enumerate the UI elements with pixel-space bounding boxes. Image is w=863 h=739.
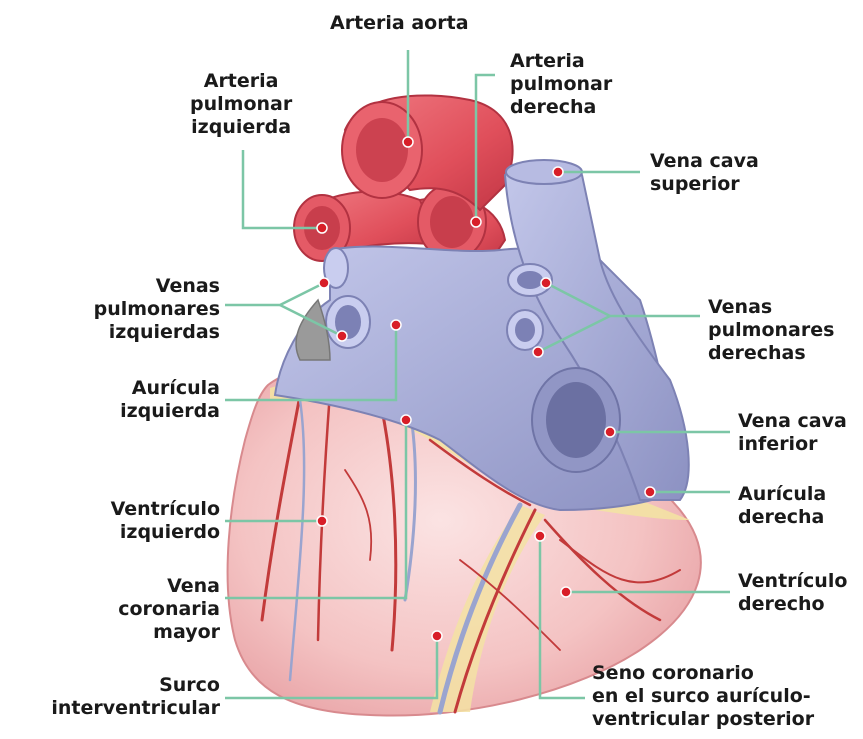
label-vena-cava-inferior: Vena cava inferior [738,410,847,456]
label-line: Venas [708,296,834,319]
dot-cava-sup [553,167,563,177]
label-line: derecha [738,506,826,529]
label-line: inferior [738,433,847,456]
label-auricula-izquierda: Aurícula izquierda [120,377,220,423]
label-line: Vena cava [650,150,759,173]
label-arteria-aorta: Arteria aorta [330,12,469,35]
dot-ventriculo-der [561,587,571,597]
label-line: en el surco aurículo- [592,685,814,708]
dot-aorta [403,137,413,147]
label-line: Vena cava [738,410,847,433]
label-arteria-pulmonar-derecha: Arteria pulmonar derecha [510,50,612,119]
label-line: Venas [94,275,220,298]
dot-surco [432,631,442,641]
dot-auricula-izq [391,320,401,330]
dot-ventriculo-izq [317,516,327,526]
label-line: derecha [510,96,612,119]
dot-venas-der-2 [533,347,543,357]
label-line: derecho [738,593,847,616]
label-surco-interventricular: Surco interventricular [51,674,220,720]
label-line: pulmonar [510,73,612,96]
label-line: pulmonares [708,319,834,342]
label-vena-coronaria-mayor: Vena coronaria mayor [118,575,220,644]
label-line: pulmonar [190,93,292,116]
label-line: coronaria [118,598,220,621]
label-line: Arteria [190,70,292,93]
dot-vena-coronaria [401,415,411,425]
dot-seno [535,531,545,541]
label-line: Aurícula [738,483,826,506]
label-line: Aurícula [120,377,220,400]
label-auricula-derecha: Aurícula derecha [738,483,826,529]
label-seno-coronario: Seno coronario en el surco aurículo- ven… [592,662,814,731]
label-line: Ventrículo [738,570,847,593]
label-line: Vena [118,575,220,598]
dot-pulmonar-izq [317,223,327,233]
label-venas-pulmonares-izquierdas: Venas pulmonares izquierdas [94,275,220,344]
dot-venas-izq-2 [337,331,347,341]
label-line: superior [650,173,759,196]
label-line: derechas [708,342,834,365]
dot-venas-izq-1 [319,278,329,288]
label-ventriculo-derecho: Ventrículo derecho [738,570,847,616]
label-arteria-pulmonar-izquierda: Arteria pulmonar izquierda [190,70,292,139]
label-line: Surco [51,674,220,697]
label-line: izquierda [190,116,292,139]
label-line: izquierdo [111,521,220,544]
label-line: pulmonares [94,298,220,321]
label-line: Arteria [510,50,612,73]
label-line: mayor [118,621,220,644]
label-line: Ventrículo [111,498,220,521]
label-line: interventricular [51,697,220,720]
label-vena-cava-superior: Vena cava superior [650,150,759,196]
dot-cava-inf [605,427,615,437]
label-line: izquierdas [94,321,220,344]
dot-venas-der-1 [541,278,551,288]
label-venas-pulmonares-derechas: Venas pulmonares derechas [708,296,834,365]
label-line: Arteria aorta [330,12,469,35]
label-line: izquierda [120,400,220,423]
label-line: Seno coronario [592,662,814,685]
dot-pulmonar-der [471,217,481,227]
dot-auricula-der [645,487,655,497]
label-line: ventricular posterior [592,708,814,731]
label-ventriculo-izquierdo: Ventrículo izquierdo [111,498,220,544]
